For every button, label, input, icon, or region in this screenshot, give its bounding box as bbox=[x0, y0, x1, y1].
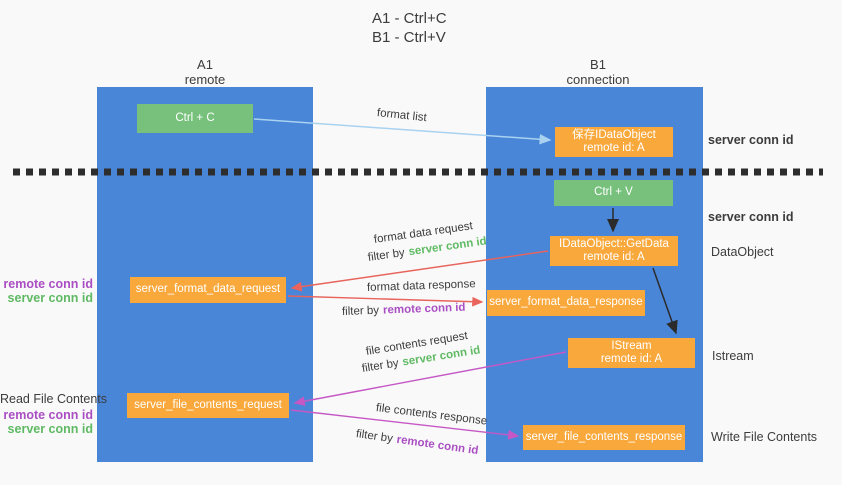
format-list-text: format list bbox=[376, 107, 428, 125]
node-ctrl-c: Ctrl + C bbox=[137, 104, 253, 133]
right-column-name: B1 bbox=[590, 57, 606, 72]
annotation-dataobject: DataObject bbox=[711, 245, 774, 259]
node-server-file-contents-response: server_file_contents_response bbox=[523, 425, 685, 450]
annotation-conn-ids-top: remote conn id server conn id bbox=[0, 277, 93, 305]
left-column-header: A1 remote bbox=[145, 57, 265, 87]
diagram-title: A1 - Ctrl+C B1 - Ctrl+V bbox=[372, 9, 447, 47]
right-column-header: B1 connection bbox=[538, 57, 658, 87]
title-line-2: B1 - Ctrl+V bbox=[372, 29, 446, 46]
node-save-idataobject-line1: 保存IDataObject bbox=[572, 128, 656, 141]
edge-label-format-data-response: format data response bbox=[367, 278, 476, 294]
node-save-idataobject-line2: remote id: A bbox=[583, 142, 645, 154]
left-column-name: A1 bbox=[197, 57, 213, 72]
left-column-role: remote bbox=[184, 72, 226, 87]
node-istream-line1: IStream bbox=[611, 339, 652, 352]
node-format-response-label: server_format_data_response bbox=[489, 296, 643, 309]
filter-by-text: filter by bbox=[361, 357, 400, 375]
node-ctrl-v: Ctrl + V bbox=[554, 180, 673, 206]
node-server-file-contents-request: server_file_contents_request bbox=[127, 393, 289, 418]
node-file-request-label: server_file_contents_request bbox=[134, 398, 282, 411]
filter-by-text: filter by bbox=[341, 304, 380, 318]
node-format-request-label: server_format_data_request bbox=[135, 283, 281, 296]
node-ctrl-v-label: Ctrl + V bbox=[594, 186, 633, 199]
node-file-response-label: server_file_contents_response bbox=[525, 430, 683, 443]
node-istream: IStream remote id: A bbox=[568, 338, 695, 368]
node-idataobject-getdata: IDataObject::GetData remote id: A bbox=[550, 236, 678, 266]
annotation-remote-conn-id-bottom: remote conn id bbox=[3, 408, 93, 422]
remote-conn-id-text: remote conn id bbox=[382, 301, 466, 317]
annotation-write-file-contents: Write File Contents bbox=[711, 430, 818, 444]
node-save-idataobject: 保存IDataObject remote id: A bbox=[555, 127, 673, 157]
annotation-server-conn-id-left-bottom: server conn id bbox=[7, 422, 93, 436]
node-getdata-line1: IDataObject::GetData bbox=[559, 237, 669, 250]
edge-label-format-list: format list bbox=[376, 107, 427, 124]
filter-by-text: filter by bbox=[367, 246, 406, 264]
file-contents-response-text: file contents response bbox=[375, 402, 488, 428]
node-ctrl-c-label: Ctrl + C bbox=[175, 111, 215, 124]
annotation-istream: Istream bbox=[712, 349, 754, 363]
annotation-remote-conn-id-top: remote conn id bbox=[3, 277, 93, 291]
annotation-server-conn-id-top: server conn id bbox=[708, 133, 794, 147]
annotation-server-conn-id-left-top: server conn id bbox=[7, 291, 93, 305]
node-getdata-line2: remote id: A bbox=[583, 251, 645, 263]
node-istream-line2: remote id: A bbox=[600, 353, 663, 365]
title-line-1: A1 - Ctrl+C bbox=[372, 10, 447, 27]
annotation-read-file-contents: Read File Contents bbox=[0, 392, 108, 406]
format-data-response-text: format data response bbox=[366, 278, 476, 294]
right-column-role: connection bbox=[566, 72, 630, 87]
filter-by-text: filter by bbox=[355, 428, 394, 446]
annotation-server-conn-id-mid: server conn id bbox=[708, 210, 794, 224]
node-server-format-data-request: server_format_data_request bbox=[130, 277, 286, 303]
remote-conn-id-text: remote conn id bbox=[395, 433, 480, 458]
annotation-conn-ids-bottom: remote conn id server conn id bbox=[0, 408, 93, 436]
node-server-format-data-response: server_format_data_response bbox=[487, 290, 645, 316]
edge-label-file-contents-response: file contents response bbox=[375, 402, 488, 428]
